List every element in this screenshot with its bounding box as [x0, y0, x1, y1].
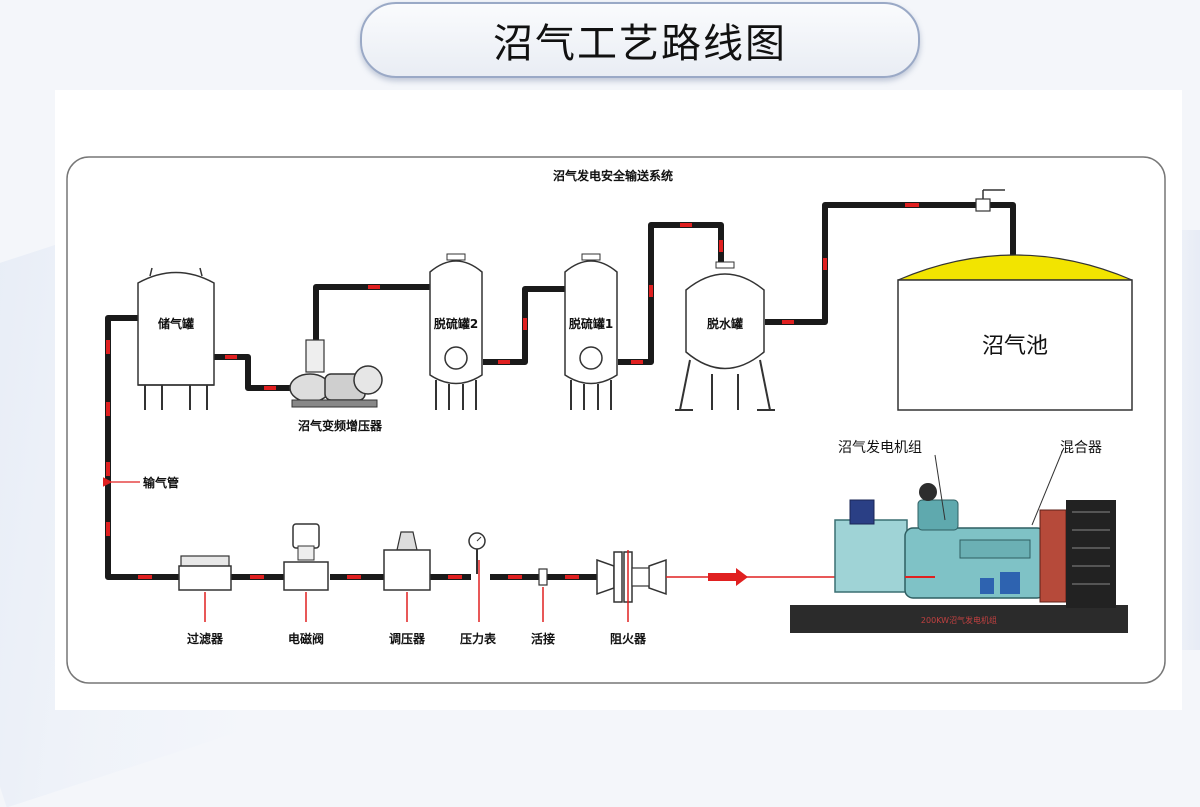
biogas-pool-label: 沼气池	[982, 334, 1048, 359]
flame-arrester-label: 阻火器	[610, 631, 647, 646]
generator-callout-line	[934, 454, 946, 521]
generator-nameplate: 200KW沼气发电机组	[921, 615, 997, 625]
system-title: 沼气发电安全输送系统	[553, 168, 673, 183]
flow-arrow-icon	[708, 568, 748, 586]
dewater-label: 脱水罐	[707, 316, 743, 331]
gas-storage-label: 储气罐	[158, 316, 194, 331]
solenoid-valve: 电磁阀	[283, 523, 329, 646]
title-banner: 沼气工艺路线图	[360, 2, 920, 78]
ball-valve-icon	[975, 189, 1005, 212]
desulfur-tank-2: 脱硫罐2	[429, 253, 483, 410]
gas-storage-tank: 储气罐	[137, 267, 215, 410]
dewater-tank: 脱水罐	[675, 261, 775, 411]
gas-pipe-label: 输气管	[143, 475, 179, 490]
flow-markers	[106, 203, 919, 579]
booster-label: 沼气变频增压器	[298, 418, 383, 433]
union-fitting: 活接	[531, 568, 555, 646]
mixer-callout-line	[1031, 451, 1063, 526]
desulfur-tank-1: 脱硫罐1	[564, 253, 618, 410]
pressure-gauge-label: 压力表	[460, 631, 497, 646]
filter: 过滤器	[178, 555, 232, 646]
booster-pump: 沼气变频增压器	[289, 339, 383, 433]
union-label: 活接	[531, 631, 555, 646]
filter-label: 过滤器	[187, 631, 224, 646]
generator-set: 200KW沼气发电机组	[790, 483, 1128, 633]
diagram-frame	[66, 156, 1166, 684]
regulator-label: 调压器	[389, 632, 426, 646]
desulfur-1-label: 脱硫罐1	[569, 316, 613, 331]
process-diagram: 沼气发电安全输送系统	[66, 156, 1166, 684]
flame-arrester: 阻火器	[596, 550, 667, 646]
pressure-gauge: 压力表	[460, 532, 497, 646]
page-title: 沼气工艺路线图	[493, 21, 787, 67]
pressure-regulator: 调压器	[383, 531, 431, 646]
solenoid-valve-label: 电磁阀	[288, 631, 324, 646]
desulfur-2-label: 脱硫罐2	[434, 316, 478, 331]
generator-set-label: 沼气发电机组	[838, 440, 922, 456]
mixer-label: 混合器	[1060, 440, 1102, 456]
biogas-pool: 沼气池	[897, 254, 1133, 411]
